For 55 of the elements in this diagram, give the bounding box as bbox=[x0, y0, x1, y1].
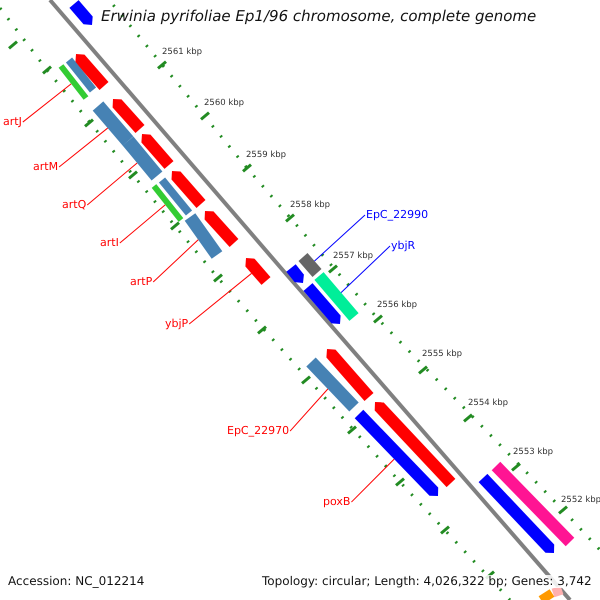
footer-text: Accession: NC_012214 bbox=[8, 575, 144, 588]
gene-feature-pointed bbox=[286, 264, 304, 283]
leader-line bbox=[290, 388, 328, 432]
gene-label: ybjP bbox=[165, 318, 188, 330]
gene-feature bbox=[152, 184, 184, 222]
gene-feature bbox=[58, 64, 88, 100]
leader-line bbox=[86, 162, 138, 206]
scale-label: 2555 kbp bbox=[422, 350, 462, 360]
gene-label: artM bbox=[33, 161, 58, 174]
leader-line bbox=[152, 239, 199, 283]
gene-label: artJ bbox=[3, 116, 22, 128]
scale-label: 2559 kbp bbox=[246, 151, 286, 160]
leader-line bbox=[340, 246, 390, 294]
gene-feature-pointed bbox=[326, 349, 374, 401]
footer-text: Topology: circular; Length: 4,026,322 bp; Genes: 3,742 bbox=[262, 575, 592, 588]
leader-line bbox=[350, 458, 395, 503]
gene-feature-pointed bbox=[245, 258, 270, 285]
gene-feature-pointed bbox=[69, 0, 93, 25]
leader-line bbox=[188, 272, 252, 325]
gene-label: EpC_22970 bbox=[227, 425, 290, 438]
gene-feature-pointed bbox=[374, 402, 456, 488]
gene-feature-pointed bbox=[204, 211, 238, 247]
scale-label: 2553 kbp bbox=[513, 448, 554, 458]
scale-label: 2557 kbp bbox=[333, 252, 374, 262]
gene-feature-pointed bbox=[354, 410, 438, 496]
gene-feature-pointed bbox=[478, 474, 554, 553]
leader-line bbox=[119, 204, 166, 244]
gene-feature-pointed bbox=[141, 134, 174, 169]
scale-label: 2560 kbp bbox=[204, 99, 244, 108]
gene-feature bbox=[122, 136, 162, 180]
scale-label: 2558 kbp bbox=[290, 201, 330, 210]
gene-label: artI bbox=[100, 237, 119, 250]
gene-label: artQ bbox=[62, 199, 86, 212]
scale-label: 2556 kbp bbox=[377, 301, 418, 310]
gene-feature bbox=[184, 213, 222, 259]
gene-feature-pointed bbox=[172, 171, 206, 208]
gene-label: artP bbox=[130, 276, 152, 288]
gene-feature bbox=[158, 178, 192, 216]
gene-label: EpC_22990 bbox=[366, 209, 428, 222]
gene-feature bbox=[298, 253, 322, 277]
leader-line bbox=[22, 83, 72, 123]
map-title: Erwinia pyrifoliae Ep1/96 chromosome, complete genome bbox=[101, 8, 536, 24]
gene-feature-pointed bbox=[112, 99, 144, 133]
gene-feature bbox=[314, 272, 359, 321]
gene-feature bbox=[66, 58, 96, 92]
leader-line bbox=[58, 128, 108, 168]
scale-label: 2554 kbp bbox=[468, 399, 508, 408]
gene-feature-pointed bbox=[304, 283, 341, 324]
scale-label: 2561 kbp bbox=[162, 48, 202, 58]
gene-feature bbox=[92, 101, 134, 146]
gene-label: poxB bbox=[323, 496, 350, 508]
gene-label: ybjR bbox=[391, 240, 416, 252]
gene-feature-pointed bbox=[75, 54, 108, 90]
leader-line bbox=[314, 214, 366, 262]
gene-feature bbox=[306, 358, 359, 412]
